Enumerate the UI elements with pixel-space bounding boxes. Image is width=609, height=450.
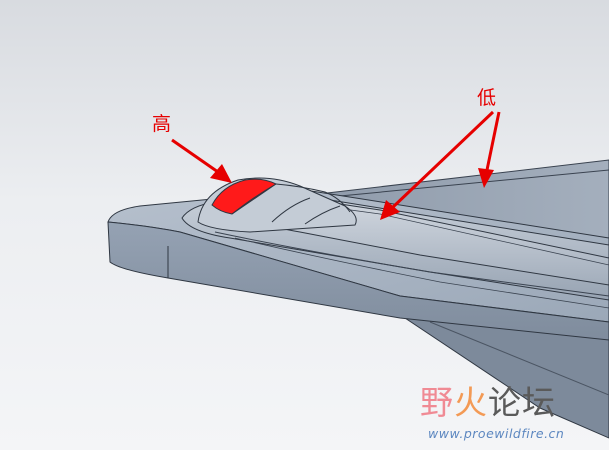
arrow-high	[171, 138, 232, 183]
body-seam-line	[214, 231, 609, 297]
watermark-title: 野火论坛	[420, 386, 556, 419]
watermark-flame-char: 火	[454, 383, 488, 422]
base-plate-front	[107, 221, 609, 341]
low-label: 低	[477, 87, 497, 109]
forum-watermark: 野火论坛 www.proewildfire.cn	[420, 386, 600, 446]
body-seam-line-2	[234, 237, 609, 309]
canopy-top-curve	[275, 183, 351, 213]
lower-wing-edge	[429, 321, 609, 396]
canopy-section-line-2	[271, 197, 311, 223]
high-label: 高	[152, 113, 172, 135]
canopy-section-line-1	[231, 183, 277, 215]
watermark-char-1: 野	[420, 383, 454, 422]
canopy-section-line-3	[304, 205, 341, 225]
arrow-low-left	[380, 110, 495, 220]
watermark-char-3: 论坛	[488, 383, 556, 422]
arrow-low-right	[478, 111, 501, 188]
wing-edge-line	[339, 169, 609, 197]
watermark-url: www.proewildfire.cn	[428, 426, 565, 441]
high-region-highlight	[211, 178, 277, 215]
